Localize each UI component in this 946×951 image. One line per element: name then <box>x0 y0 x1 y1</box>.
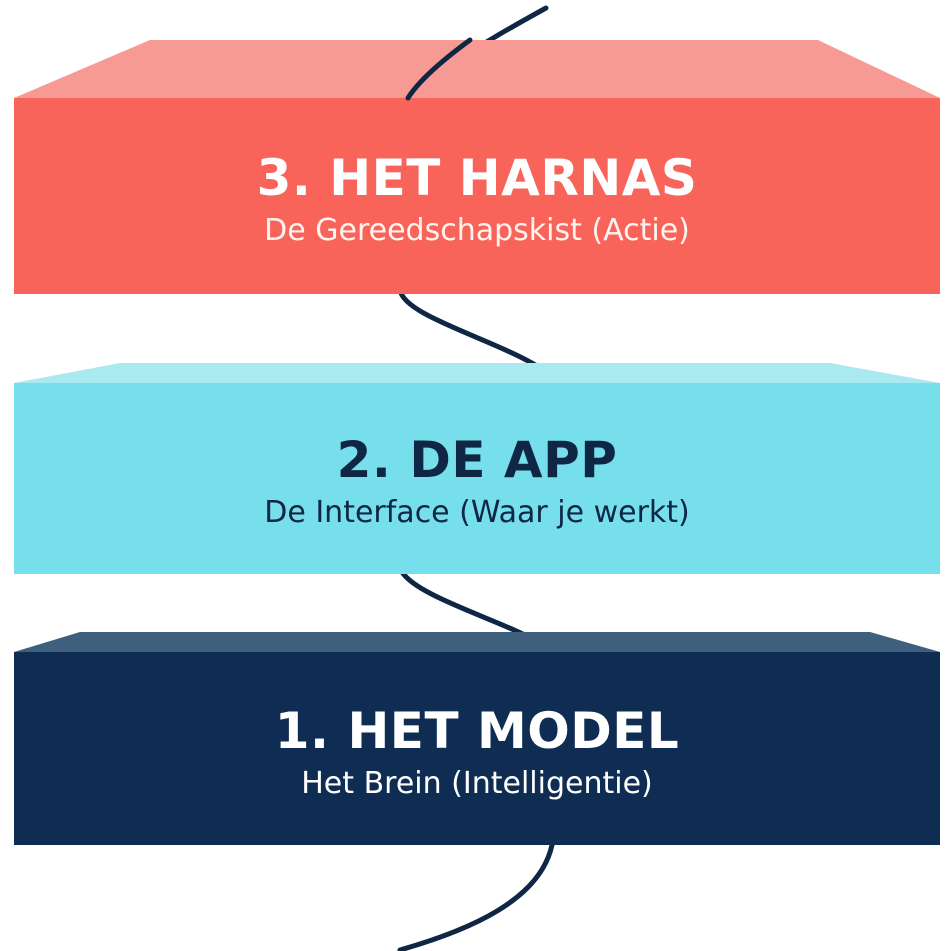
layer-3-front-face <box>14 98 940 294</box>
layer-3-subtitle: De Gereedschapskist (Actie) <box>264 213 690 248</box>
layer-1-label: 1. HET MODEL Het Brein (Intelligentie) <box>14 703 940 803</box>
layer-2-front-face <box>14 383 940 574</box>
layer-1-title: 1. HET MODEL <box>274 702 680 760</box>
layer-2-subtitle: De Interface (Waar je werkt) <box>264 495 690 530</box>
layer-3-label: 3. HET HARNAS De Gereedschapskist (Actie… <box>14 150 940 250</box>
connector-segment-over-top <box>405 37 473 101</box>
layer-2-label: 2. DE APP De Interface (Waar je werkt) <box>14 432 940 532</box>
layer-3-slab <box>14 40 940 294</box>
layer-2-title: 2. DE APP <box>336 431 618 489</box>
layer-1-subtitle: Het Brein (Intelligentie) <box>301 766 653 801</box>
layer-1-front-face <box>14 652 940 845</box>
layer-1-slab <box>14 632 940 845</box>
layer-1-top-face <box>14 632 940 652</box>
connector-segment-bottom <box>397 842 555 951</box>
layer-2-slab <box>14 363 940 574</box>
layer-3-top-face <box>14 40 940 98</box>
layer-3-title: 3. HET HARNAS <box>256 149 698 207</box>
layer-2-top-face <box>14 363 940 383</box>
